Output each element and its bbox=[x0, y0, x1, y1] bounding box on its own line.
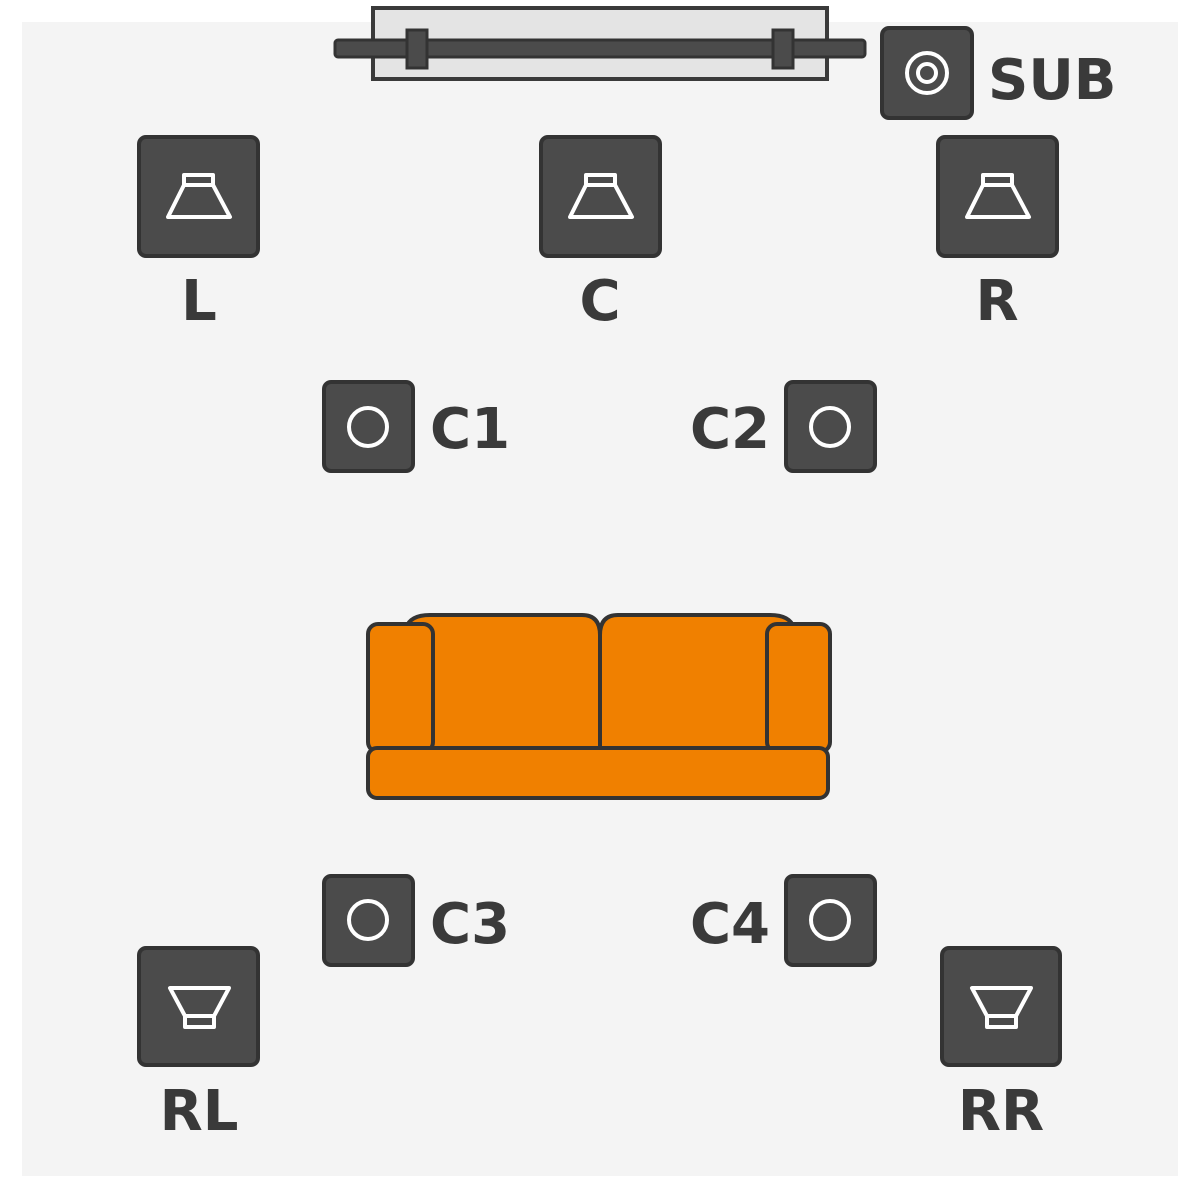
speaker-c1: C1 bbox=[322, 380, 510, 473]
speaker-label-right: R bbox=[975, 269, 1018, 334]
speaker-front-center: C bbox=[539, 135, 662, 334]
ceiling-speaker-icon bbox=[347, 406, 389, 448]
speaker-c3: C3 bbox=[322, 874, 510, 967]
speaker-label-c1: C1 bbox=[430, 397, 510, 462]
speaker-c2: C2 bbox=[690, 380, 877, 473]
rear-speaker-icon bbox=[168, 986, 231, 1029]
speaker-c4: C4 bbox=[690, 874, 877, 967]
speaker-label-rear-right: RR bbox=[958, 1079, 1044, 1144]
subwoofer-icon bbox=[905, 51, 949, 95]
subwoofer: SUB bbox=[880, 26, 1117, 120]
speaker-label-c4: C4 bbox=[690, 892, 770, 957]
speaker-label-center: C bbox=[579, 269, 620, 334]
rear-speaker-icon bbox=[970, 986, 1033, 1029]
speaker-label-rear-left: RL bbox=[160, 1079, 239, 1144]
tv-icon bbox=[333, 6, 867, 81]
speaker-rear-right: RR bbox=[940, 946, 1062, 1144]
speaker-rear-left: RL bbox=[137, 946, 260, 1144]
front-speaker-icon bbox=[166, 173, 232, 219]
sofa-icon bbox=[366, 613, 832, 800]
speaker-label-c2: C2 bbox=[690, 397, 770, 462]
speaker-label-sub: SUB bbox=[988, 48, 1117, 113]
speaker-front-left: L bbox=[137, 135, 260, 334]
speaker-label-c3: C3 bbox=[430, 892, 510, 957]
front-speaker-icon bbox=[965, 173, 1031, 219]
speaker-label-left: L bbox=[181, 269, 217, 334]
ceiling-speaker-icon bbox=[809, 899, 851, 941]
ceiling-speaker-icon bbox=[809, 406, 851, 448]
ceiling-speaker-icon bbox=[347, 899, 389, 941]
speaker-front-right: R bbox=[936, 135, 1059, 334]
front-speaker-icon bbox=[568, 173, 634, 219]
